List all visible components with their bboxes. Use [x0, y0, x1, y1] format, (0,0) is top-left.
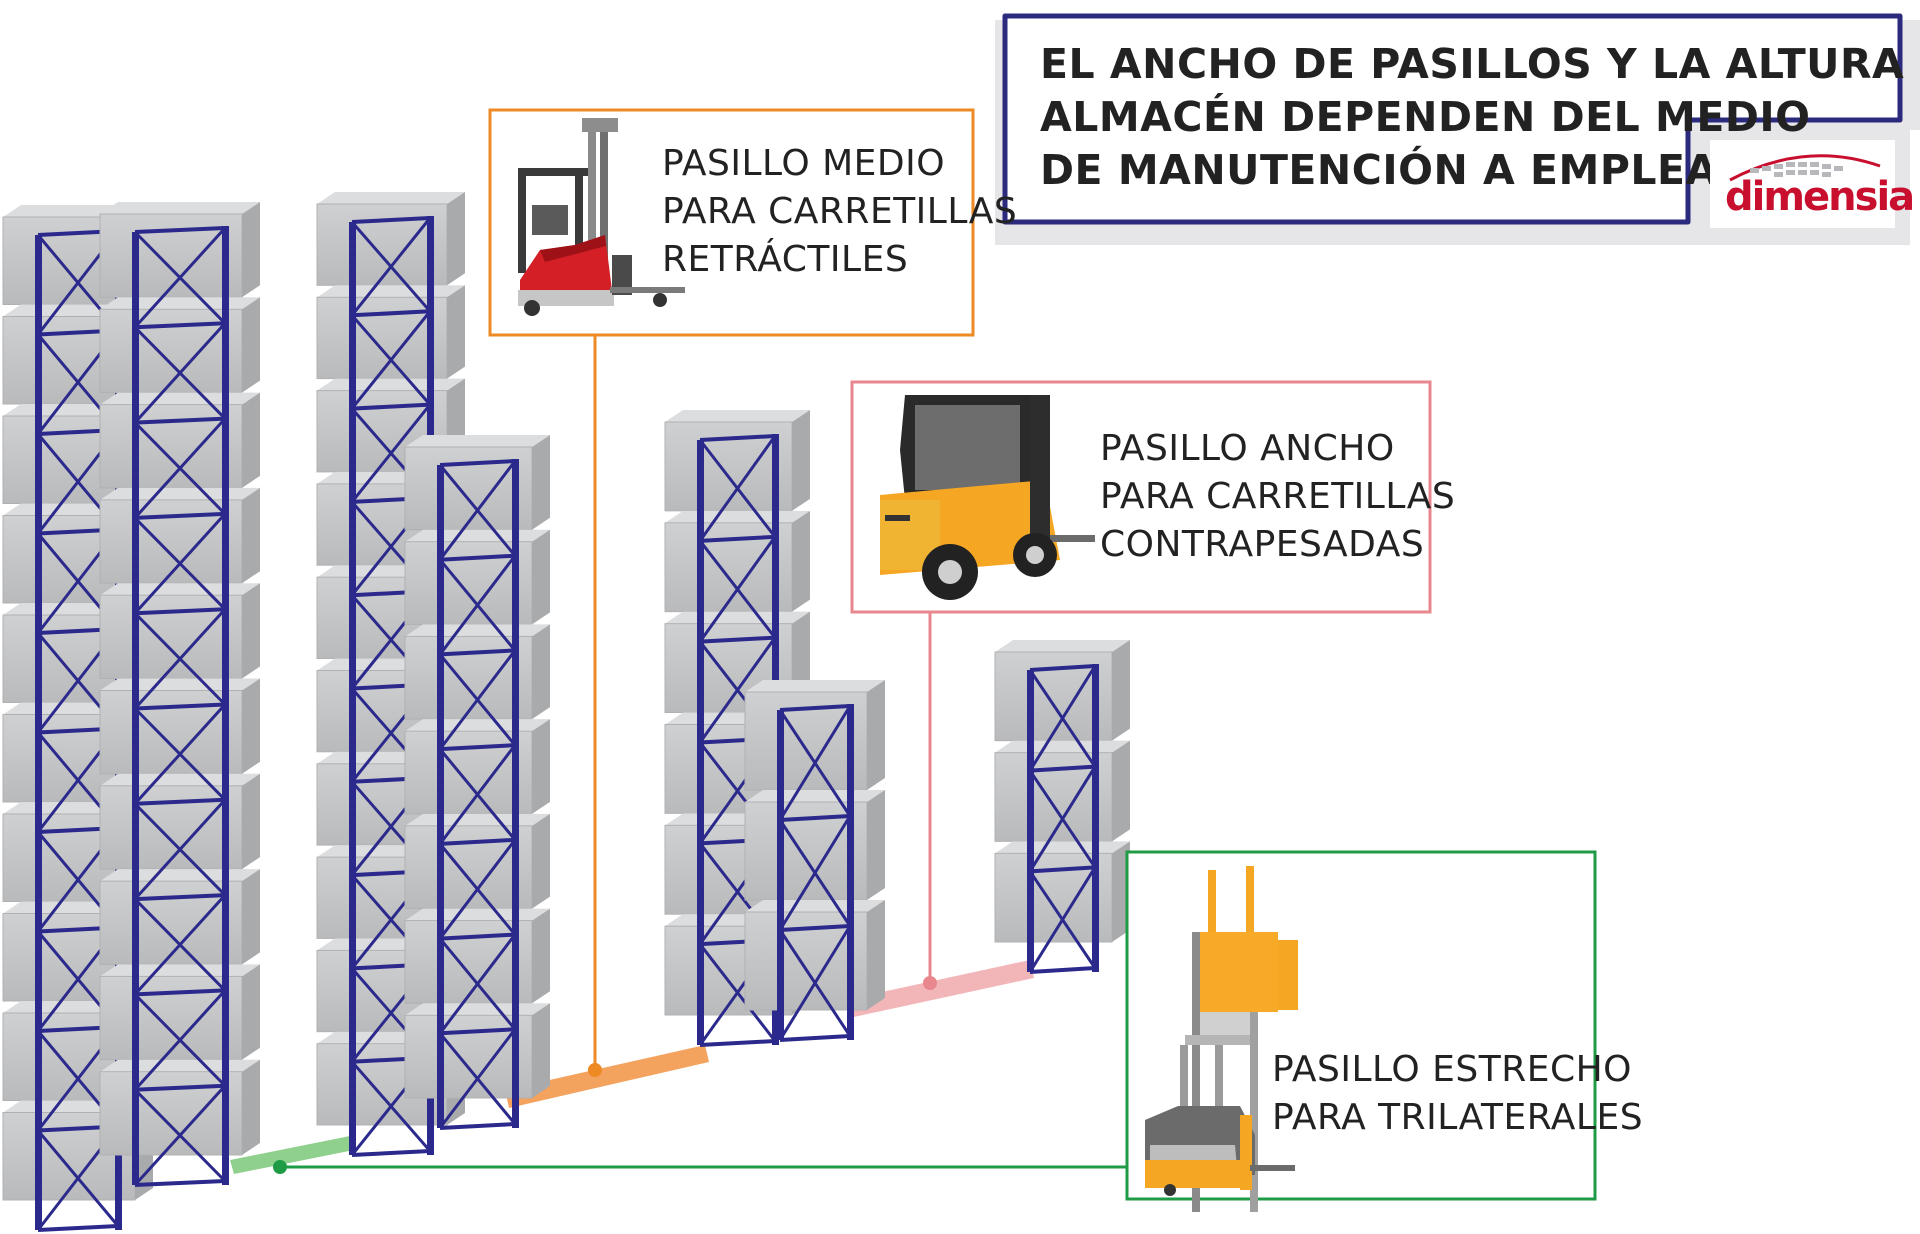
callout-ancho-line-2: PARA CARRETILLAS	[1100, 476, 1456, 517]
dimensia-logo: dimensia	[1710, 140, 1915, 228]
callout-ancho-line-3: CONTRAPESADAS	[1100, 524, 1425, 565]
aisle-strips	[230, 960, 1034, 1174]
pallet-racks	[2, 192, 1130, 1232]
rack-4	[404, 435, 550, 1130]
connector-ancho-dot	[923, 976, 937, 990]
title-line-2: ALMACÉN DEPENDEN DEL MEDIO	[1040, 93, 1811, 141]
connector-medio-dot	[588, 1063, 602, 1077]
reach-truck-icon	[518, 118, 685, 316]
callout-estrecho-line-2: PARA TRILATERALES	[1272, 1097, 1644, 1138]
aisle-wide-strip	[845, 960, 1034, 1018]
counterbalance-forklift-icon	[880, 395, 1095, 600]
callout-estrecho-line-1: PASILLO ESTRECHO	[1272, 1049, 1633, 1090]
title-panel	[995, 13, 1920, 245]
aisle-narrow-strip	[230, 1136, 354, 1174]
callout-medio-line-1: PASILLO MEDIO	[662, 143, 946, 184]
callout-ancho-label: PASILLO ANCHO PARA CARRETILLAS CONTRAPES…	[1100, 425, 1455, 569]
connector-lines	[273, 335, 1127, 1174]
rack-6	[744, 680, 885, 1042]
turret-truck-icon	[1145, 866, 1298, 1212]
connector-estrecho-dot	[273, 1160, 287, 1174]
callout-medio-label: PASILLO MEDIO PARA CARRETILLAS RETRÁCTIL…	[662, 140, 1017, 284]
logo-text: dimensia	[1725, 174, 1915, 220]
callout-medio-line-2: PARA CARRETILLAS	[662, 191, 1018, 232]
aisle-medium-strip	[505, 1045, 709, 1108]
rack-2	[99, 202, 260, 1187]
diagram-title: EL ANCHO DE PASILLOS Y LA ALTURA DEL ALM…	[1040, 38, 1920, 197]
title-line-1: EL ANCHO DE PASILLOS Y LA ALTURA DEL	[1040, 40, 1920, 88]
callout-ancho-line-1: PASILLO ANCHO	[1100, 428, 1395, 469]
title-line-3: DE MANUTENCIÓN A EMPLEAR	[1040, 146, 1750, 194]
logo-arc-icon	[1729, 154, 1881, 182]
callout-estrecho-label: PASILLO ESTRECHO PARA TRILATERALES	[1272, 1046, 1643, 1142]
callout-medio-line-3: RETRÁCTILES	[662, 239, 909, 280]
rack-7	[994, 640, 1130, 974]
